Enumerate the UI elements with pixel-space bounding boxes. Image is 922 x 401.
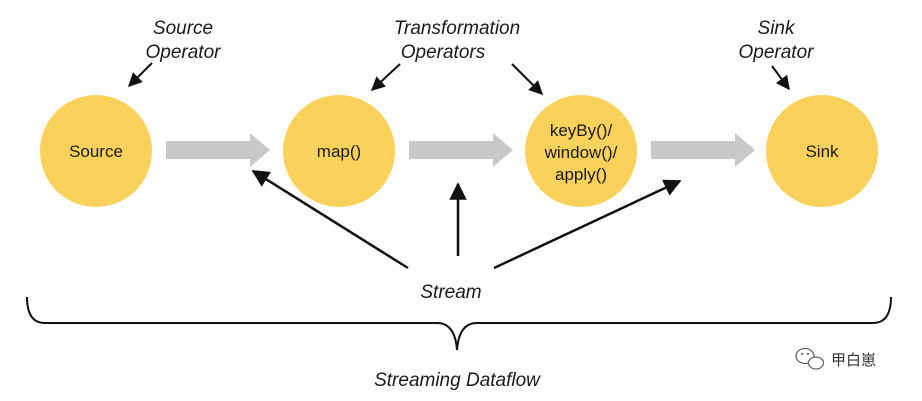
sink-node-label: Sink: [805, 142, 839, 161]
sink-annotation-line2: Operator: [739, 42, 815, 63]
keyby-node-label-line1: keyBy()/: [550, 121, 613, 140]
source-annotation-arrow: [128, 62, 153, 87]
sink-node: [766, 95, 878, 207]
flow-arrow-source-to-map: [166, 133, 270, 167]
map-node: [283, 95, 395, 207]
flow-arrow-keyby-to-sink: [651, 133, 755, 167]
source-node: [40, 95, 152, 207]
stream-arrow-left: [251, 169, 409, 270]
dataflow-brace: [26, 296, 892, 351]
keyby-window-apply-node: [525, 95, 637, 207]
sink-annotation-arrow: [771, 65, 790, 91]
wechat-icon: [795, 347, 825, 370]
transformation-annotation-arrow-right: [511, 63, 543, 95]
source-annotation-line1: Source: [153, 18, 213, 39]
flow-arrow-map-to-keyby: [409, 133, 513, 167]
transformation-annotation-arrow-left: [370, 63, 401, 91]
source-node-label: Source: [69, 142, 123, 161]
keyby-node-label-line3: apply(): [555, 165, 607, 184]
sink-annotation-line1: Sink: [758, 18, 796, 39]
stream-label: Stream: [420, 282, 481, 303]
transformation-annotation-line1: Transformation: [394, 18, 520, 39]
map-node-label: map(): [317, 142, 361, 161]
transformation-annotation-line2: Operators: [401, 42, 486, 63]
stream-arrow-right: [493, 179, 682, 270]
streaming-dataflow-label: Streaming Dataflow: [374, 370, 541, 391]
watermark-text: 甲白崽: [831, 351, 876, 369]
source-annotation-line2: Operator: [146, 42, 222, 63]
keyby-node-label-line2: window()/: [544, 143, 618, 162]
